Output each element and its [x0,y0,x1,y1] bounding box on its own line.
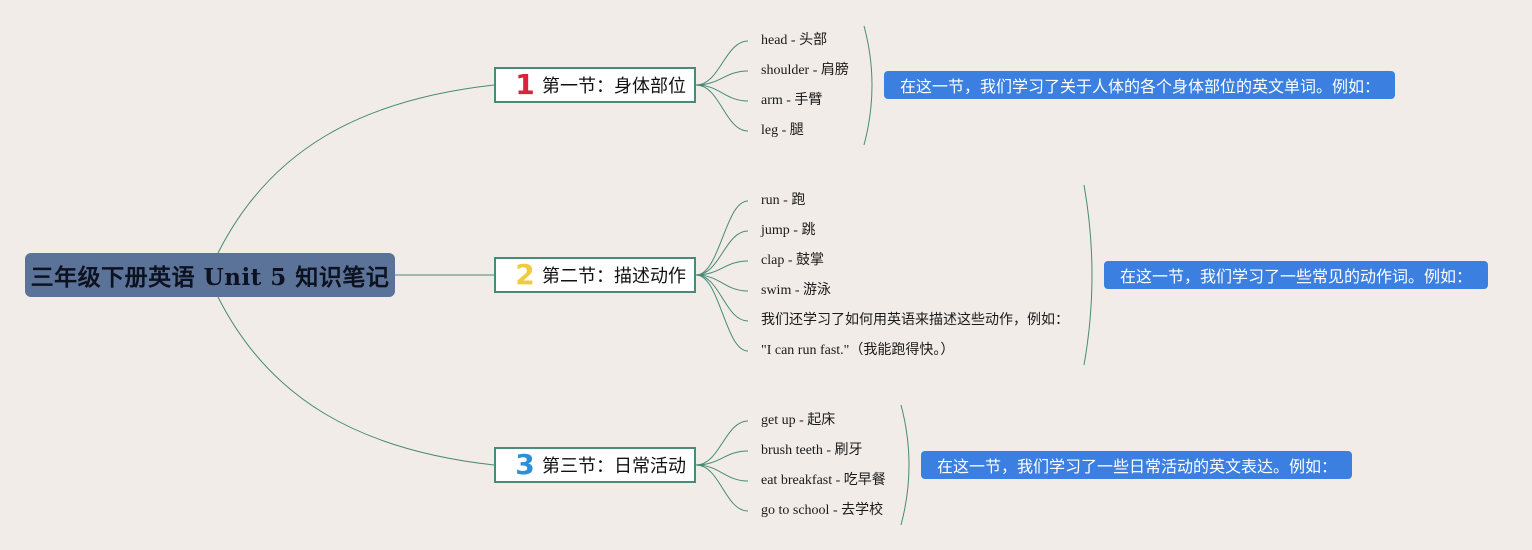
section-1-title: 第一节：身体部位 [542,76,686,97]
link-section-1-item-1 [695,40,749,86]
root-title: 三年级下册英语 Unit 5 知识笔记 [30,264,390,291]
link-section-3-item-1 [695,420,749,466]
section-2-topic[interactable]: 2 第二节：描述动作 [494,257,696,293]
link-section-2-item-2 [695,230,749,276]
section-1-summary[interactable]: 在这一节，我们学习了关于人体的各个身体部位的英文单词。例如： [884,71,1395,99]
section-2-title: 第二节：描述动作 [542,266,686,287]
section-3-title: 第三节：日常活动 [542,456,686,477]
section-1-summary-text: 在这一节，我们学习了关于人体的各个身体部位的英文单词。例如： [900,77,1381,96]
section-3-number-icon: 3 [515,448,535,481]
link-section-2-item-6 [695,274,749,352]
brace-section-1 [863,25,873,146]
section-2-item-description[interactable]: 我们还学习了如何用英语来描述这些动作，例如： [761,313,1069,328]
link-section-2-item-3 [695,260,749,276]
section-2-summary[interactable]: 在这一节，我们学习了一些常见的动作词。例如： [1104,261,1488,289]
section-2-summary-text: 在这一节，我们学习了一些常见的动作词。例如： [1120,267,1473,286]
link-section-3-item-2 [695,450,749,466]
root-topic[interactable]: 三年级下册英语 Unit 5 知识笔记 [25,253,395,297]
link-section-1-item-3 [695,84,749,102]
section-1-item-leg[interactable]: leg - 腿 [761,123,804,138]
section-2-item-example[interactable]: "I can run fast."（我能跑得快。） [761,343,955,358]
section-1-item-arm[interactable]: arm - 手臂 [761,93,823,108]
section-2-item-swim[interactable]: swim - 游泳 [761,283,831,298]
section-2-item-clap[interactable]: clap - 鼓掌 [761,253,824,268]
section-1-item-head[interactable]: head - 头部 [761,33,828,48]
section-3-topic[interactable]: 3 第三节：日常活动 [494,447,696,483]
brace-section-3 [900,404,910,526]
section-3-item-brush-teeth[interactable]: brush teeth - 刷牙 [761,443,863,458]
link-section-1-item-4 [695,84,749,132]
link-section-3-item-4 [695,464,749,512]
link-section-3-item-3 [695,464,749,482]
link-root-section-1 [217,84,495,254]
brace-section-2 [1083,184,1093,366]
section-1-number-icon: 1 [515,68,535,101]
section-2-item-run[interactable]: run - 跑 [761,193,806,208]
section-2-item-jump[interactable]: jump - 跳 [761,223,816,238]
section-3-item-eat-breakfast[interactable]: eat breakfast - 吃早餐 [761,473,886,488]
section-1-topic[interactable]: 1 第一节：身体部位 [494,67,696,103]
section-1-item-shoulder[interactable]: shoulder - 肩膀 [761,63,849,78]
section-2-number-icon: 2 [515,258,535,291]
section-3-summary[interactable]: 在这一节，我们学习了一些日常活动的英文表达。例如： [921,451,1352,479]
link-section-2-item-1 [695,200,749,276]
link-section-2-item-5 [695,274,749,322]
section-3-item-go-to-school[interactable]: go to school - 去学校 [761,503,884,518]
link-section-1-item-2 [695,70,749,86]
section-3-item-get-up[interactable]: get up - 起床 [761,413,836,428]
section-3-summary-text: 在这一节，我们学习了一些日常活动的英文表达。例如： [937,457,1338,476]
link-root-section-3 [217,296,495,466]
